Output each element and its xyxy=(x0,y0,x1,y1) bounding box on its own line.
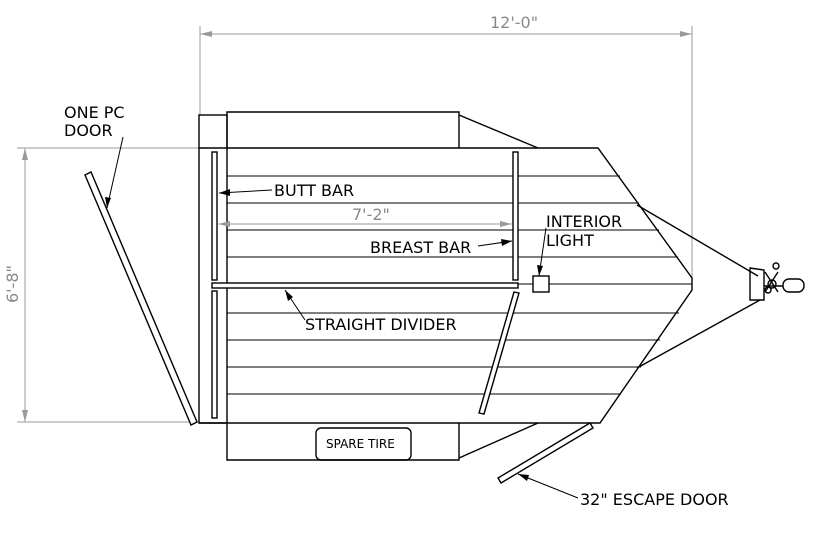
butt-bar-upper xyxy=(211,151,218,281)
overall-length-dimension: 12'-0" xyxy=(199,13,693,278)
spare-tire-box xyxy=(315,427,412,461)
butt-bar-callout: BUTT BAR xyxy=(218,181,354,200)
escape-door-callout: 32" ESCAPE DOOR xyxy=(517,473,729,509)
tongue-hitch xyxy=(636,204,805,369)
one-pc-door-callout: ONE PC DOOR xyxy=(64,103,125,209)
one-pc-door xyxy=(84,171,198,426)
straight-divider-callout: STRAIGHT DIVIDER xyxy=(284,289,457,334)
breast-bar-callout: BREAST BAR xyxy=(370,238,513,257)
straight-divider xyxy=(211,282,519,289)
breast-bar-lower xyxy=(478,291,520,415)
interior-light xyxy=(532,275,550,293)
interior-light-callout: INTERIOR LIGHT xyxy=(537,212,622,277)
spare-tire-label: SPARE TIRE xyxy=(326,437,395,451)
stall-length-label: 7'-2" xyxy=(352,205,390,224)
straight-divider-label: STRAIGHT DIVIDER xyxy=(305,315,457,334)
breast-bar-label: BREAST BAR xyxy=(370,238,471,257)
interior-light-label-line1: INTERIOR xyxy=(546,212,622,231)
overall-length-label: 12'-0" xyxy=(490,13,538,32)
escape-door xyxy=(497,422,594,484)
stall-length-dimension: 7'-2" xyxy=(218,205,512,227)
one-pc-door-label-line2: DOOR xyxy=(64,121,113,140)
interior-light-label-line2: LIGHT xyxy=(546,231,594,250)
butt-bar-label: BUTT BAR xyxy=(274,181,354,200)
butt-bar-lower xyxy=(211,290,218,419)
overall-width-label: 6'-8" xyxy=(3,265,22,303)
escape-door-label: 32" ESCAPE DOOR xyxy=(580,490,729,509)
one-pc-door-label-line1: ONE PC xyxy=(64,103,125,122)
overall-width-dimension: 6'-8" xyxy=(3,147,200,423)
breast-bar-upper xyxy=(512,151,519,281)
